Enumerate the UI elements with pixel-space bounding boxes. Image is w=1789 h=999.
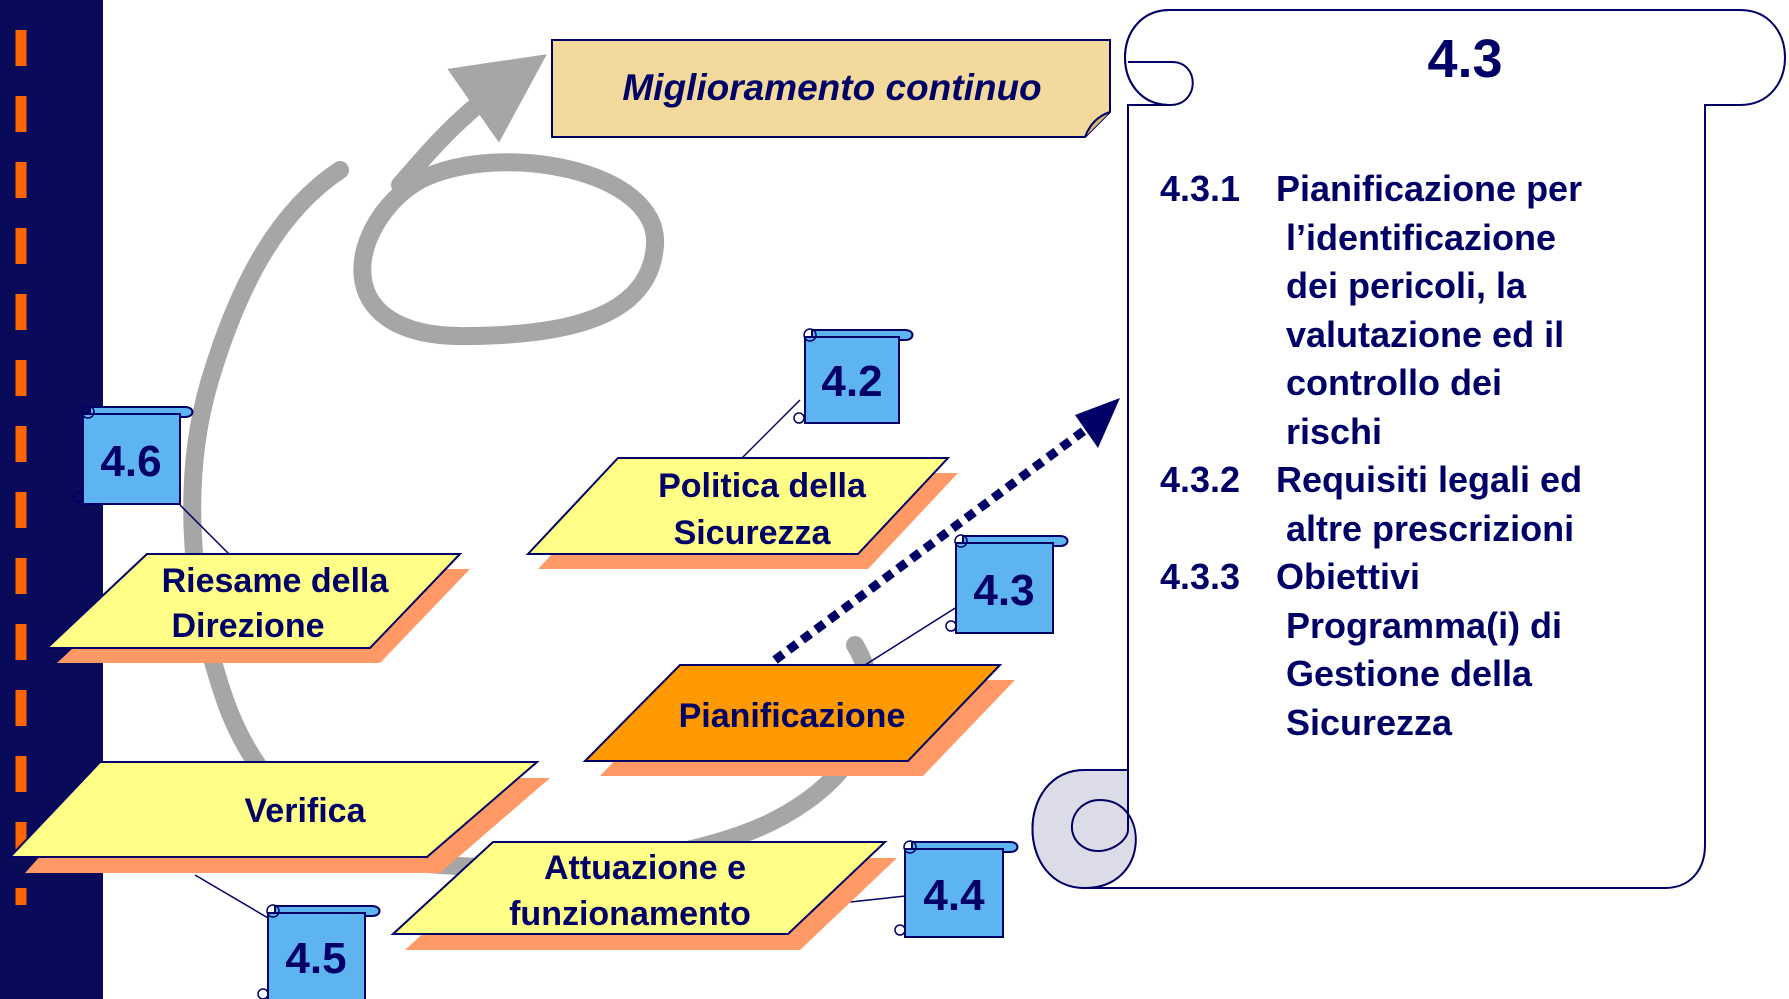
svg-text:Direzione: Direzione xyxy=(171,607,324,645)
stage-riesame: Riesame della Direzione xyxy=(44,553,470,663)
section-4-3-1-line: controllo dei xyxy=(1286,362,1502,403)
planning-to-detail-arrowhead xyxy=(1075,398,1120,448)
section-4-3-1-line: valutazione ed il xyxy=(1286,313,1565,355)
section-4-3-2-line: altre prescrizioni xyxy=(1286,507,1575,549)
clause-tag-4-5[interactable]: 4.5 xyxy=(257,904,381,999)
tag-4-3-label: 4.3 xyxy=(973,566,1034,615)
detail-scroll: 4.3 xyxy=(1031,9,1786,890)
section-4-3-3-line: Programma(i) di xyxy=(1286,604,1563,646)
section-4-3-1-number: 4.3.1 xyxy=(1160,168,1241,209)
section-4-3-1-line: rischi xyxy=(1286,410,1383,452)
riesame-line1: Riesame della xyxy=(162,562,390,600)
improvement-arrow xyxy=(391,54,547,194)
section-4-3-3-number: 4.3.3 xyxy=(1160,556,1241,597)
svg-text:Pianificazione: Pianificazione xyxy=(679,697,906,735)
tag-4-5-label: 4.5 xyxy=(285,934,346,983)
section-4-3-2-line: Requisiti legali ed xyxy=(1276,459,1583,500)
politica-line1: Politica della xyxy=(658,467,867,505)
svg-text:funzionamento: funzionamento xyxy=(509,895,751,933)
stage-politica: Politica della Sicurezza xyxy=(525,457,958,569)
section-4-3-2-number: 4.3.2 xyxy=(1160,459,1241,500)
attuazione-line2: funzionamento xyxy=(509,895,751,933)
stage-pianificazione: Pianificazione xyxy=(582,664,1015,776)
clause-tag-4-2[interactable]: 4.2 xyxy=(793,328,914,424)
stage-verifica: Verifica xyxy=(7,761,550,873)
svg-text:Politica della: Politica della xyxy=(658,467,867,505)
tag-4-6-label: 4.6 xyxy=(100,437,161,486)
planning-to-detail-arrow xyxy=(772,426,1088,664)
section-4-3-1-line: l’identificazione xyxy=(1286,216,1557,258)
clause-tag-4-4[interactable]: 4.4 xyxy=(894,840,1019,938)
section-4-3-3-line: Sicurezza xyxy=(1286,701,1453,743)
improvement-loop xyxy=(353,153,665,346)
detail-scroll-content: 4.3.1 Pianificazione per l’identificazio… xyxy=(1160,165,1680,747)
section-4-3-3-line: Obiettivi xyxy=(1276,556,1421,597)
tag-4-2-label: 4.2 xyxy=(821,357,882,406)
svg-text:Verifica: Verifica xyxy=(245,792,367,830)
verifica-label: Verifica xyxy=(245,792,367,830)
pianificazione-label: Pianificazione xyxy=(679,697,906,735)
tag-4-4-label: 4.4 xyxy=(923,871,985,920)
section-4-3-3: 4.3.3 Obiettivi Programma(i) di Gestione… xyxy=(1160,553,1680,747)
clause-tag-4-3-small[interactable]: 4.3 xyxy=(945,534,1069,634)
section-4-3-1: 4.3.1 Pianificazione per l’identificazio… xyxy=(1160,165,1680,456)
attuazione-line1: Attuazione e xyxy=(544,849,746,887)
clause-tag-4-6[interactable]: 4.6 xyxy=(72,405,194,505)
section-4-3-1-line: dei pericoli, la xyxy=(1286,265,1527,306)
section-4-3-1-line: Pianificazione per xyxy=(1276,168,1583,209)
detail-scroll-title: 4.3 xyxy=(1427,29,1502,89)
improvement-banner: Miglioramento continuo xyxy=(551,39,1111,138)
banner-label: Miglioramento continuo xyxy=(622,67,1041,108)
svg-text:Riesame della: Riesame della xyxy=(162,562,390,600)
svg-text:Sicurezza: Sicurezza xyxy=(674,514,832,552)
politica-line2: Sicurezza xyxy=(674,514,832,552)
stage-attuazione: Attuazione e funzionamento xyxy=(390,841,897,950)
section-4-3-2: 4.3.2 Requisiti legali ed altre prescriz… xyxy=(1160,456,1680,553)
riesame-line2: Direzione xyxy=(171,607,324,645)
svg-text:Attuazione e: Attuazione e xyxy=(544,849,746,887)
section-4-3-3-line: Gestione della xyxy=(1286,653,1533,694)
